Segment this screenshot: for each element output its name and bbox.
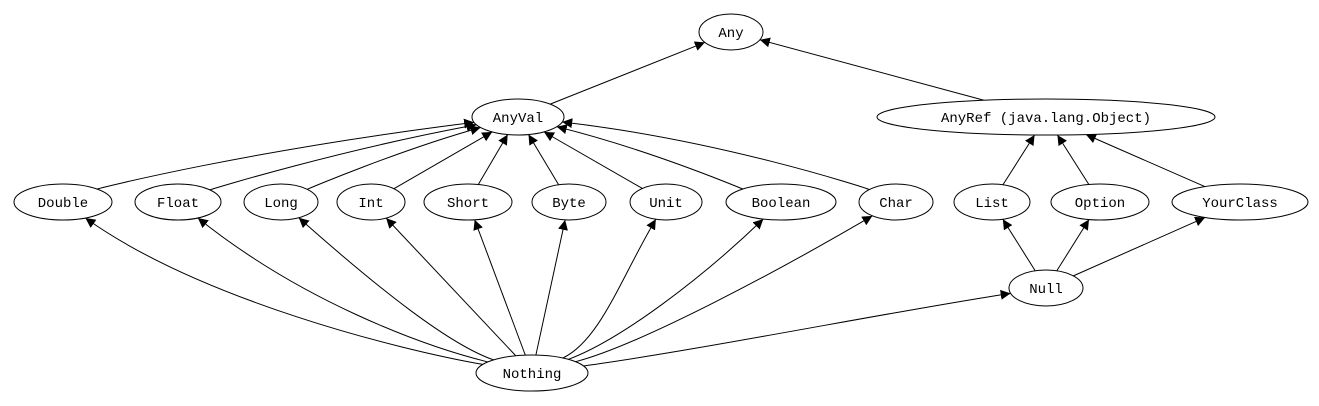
node-int-label: Int <box>358 196 383 212</box>
node-unit-label: Unit <box>649 196 683 212</box>
node-option: Option <box>1050 183 1150 221</box>
node-nothing-label: Nothing <box>503 367 562 383</box>
node-byte-ellipse <box>531 183 607 221</box>
node-nothing-ellipse <box>475 354 589 392</box>
node-byte-label: Byte <box>552 196 586 212</box>
node-anyref-label: AnyRef (java.lang.Object) <box>941 111 1151 127</box>
node-any-label: Any <box>718 26 743 42</box>
edge-unit-to-anyval <box>543 131 643 189</box>
edge-yourclass-to-anyref <box>1085 133 1206 188</box>
edge-nothing-to-null <box>583 289 1011 367</box>
node-yourclass-ellipse <box>1171 183 1309 221</box>
edge-anyref-to-any <box>759 37 985 101</box>
edge-anyval-to-any <box>550 41 706 105</box>
edge-list-to-anyref <box>1002 134 1036 186</box>
edge-nothing-to-short <box>473 219 526 356</box>
node-boolean: Boolean <box>725 183 837 221</box>
edge-short-to-anyval <box>477 134 509 185</box>
edge-nothing-to-char <box>575 215 873 363</box>
edge-int-to-anyval <box>393 131 493 190</box>
edge-nothing-to-double <box>85 217 483 365</box>
node-long-label: Long <box>264 196 298 212</box>
node-int: Int <box>336 183 406 221</box>
edge-double-to-anyval <box>96 118 475 190</box>
node-boolean-label: Boolean <box>752 196 811 212</box>
edge-nothing-to-unit <box>562 219 657 359</box>
node-short: Short <box>423 183 513 221</box>
node-anyval-label: AnyVal <box>493 111 543 127</box>
node-boolean-ellipse <box>725 183 837 221</box>
edge-option-to-anyref <box>1056 134 1090 185</box>
node-double: Double <box>13 183 113 221</box>
edge-nothing-to-float <box>197 217 488 363</box>
node-double-ellipse <box>13 183 113 221</box>
node-null-label: Null <box>1029 282 1063 298</box>
edge-null-to-yourclass <box>1073 216 1206 277</box>
node-anyref-ellipse <box>876 98 1216 136</box>
edge-nothing-to-long <box>298 217 494 361</box>
edge-null-to-option <box>1056 219 1090 272</box>
edge-char-to-anyval <box>562 118 870 191</box>
node-anyref: AnyRef (java.lang.Object) <box>876 98 1216 136</box>
node-null-ellipse <box>1008 269 1084 307</box>
node-short-label: Short <box>447 196 489 212</box>
node-float: Float <box>134 183 222 221</box>
node-anyval: AnyVal <box>471 98 565 136</box>
edge-nothing-to-byte <box>535 219 568 356</box>
node-long: Long <box>243 183 319 221</box>
edge-long-to-anyval <box>307 125 481 190</box>
edge-float-to-anyval <box>209 121 477 191</box>
node-byte: Byte <box>531 183 607 221</box>
node-char-ellipse <box>858 183 934 221</box>
node-list-ellipse <box>953 183 1031 221</box>
node-float-label: Float <box>157 196 199 212</box>
edge-nothing-to-int <box>385 217 517 357</box>
node-option-label: Option <box>1075 196 1125 212</box>
node-yourclass: YourClass <box>1171 183 1309 221</box>
node-any-ellipse <box>698 13 764 51</box>
node-float-ellipse <box>134 183 222 221</box>
node-char: Char <box>858 183 934 221</box>
node-null: Null <box>1008 269 1084 307</box>
node-char-label: Char <box>879 196 913 212</box>
node-int-ellipse <box>336 183 406 221</box>
edges-layer <box>85 37 1206 367</box>
node-list-label: List <box>975 196 1009 212</box>
node-nothing: Nothing <box>475 354 589 392</box>
node-anyval-ellipse <box>471 98 565 136</box>
edge-byte-to-anyval <box>528 134 560 185</box>
node-unit: Unit <box>629 183 703 221</box>
edge-nothing-to-boolean <box>568 218 764 360</box>
node-short-ellipse <box>423 183 513 221</box>
node-yourclass-label: YourClass <box>1202 196 1278 212</box>
edge-boolean-to-anyval <box>556 124 744 190</box>
node-option-ellipse <box>1050 183 1150 221</box>
edge-null-to-list <box>1002 218 1036 272</box>
node-unit-ellipse <box>629 183 703 221</box>
node-long-ellipse <box>243 183 319 221</box>
node-any: Any <box>698 13 764 51</box>
node-double-label: Double <box>38 196 88 212</box>
node-list: List <box>953 183 1031 221</box>
